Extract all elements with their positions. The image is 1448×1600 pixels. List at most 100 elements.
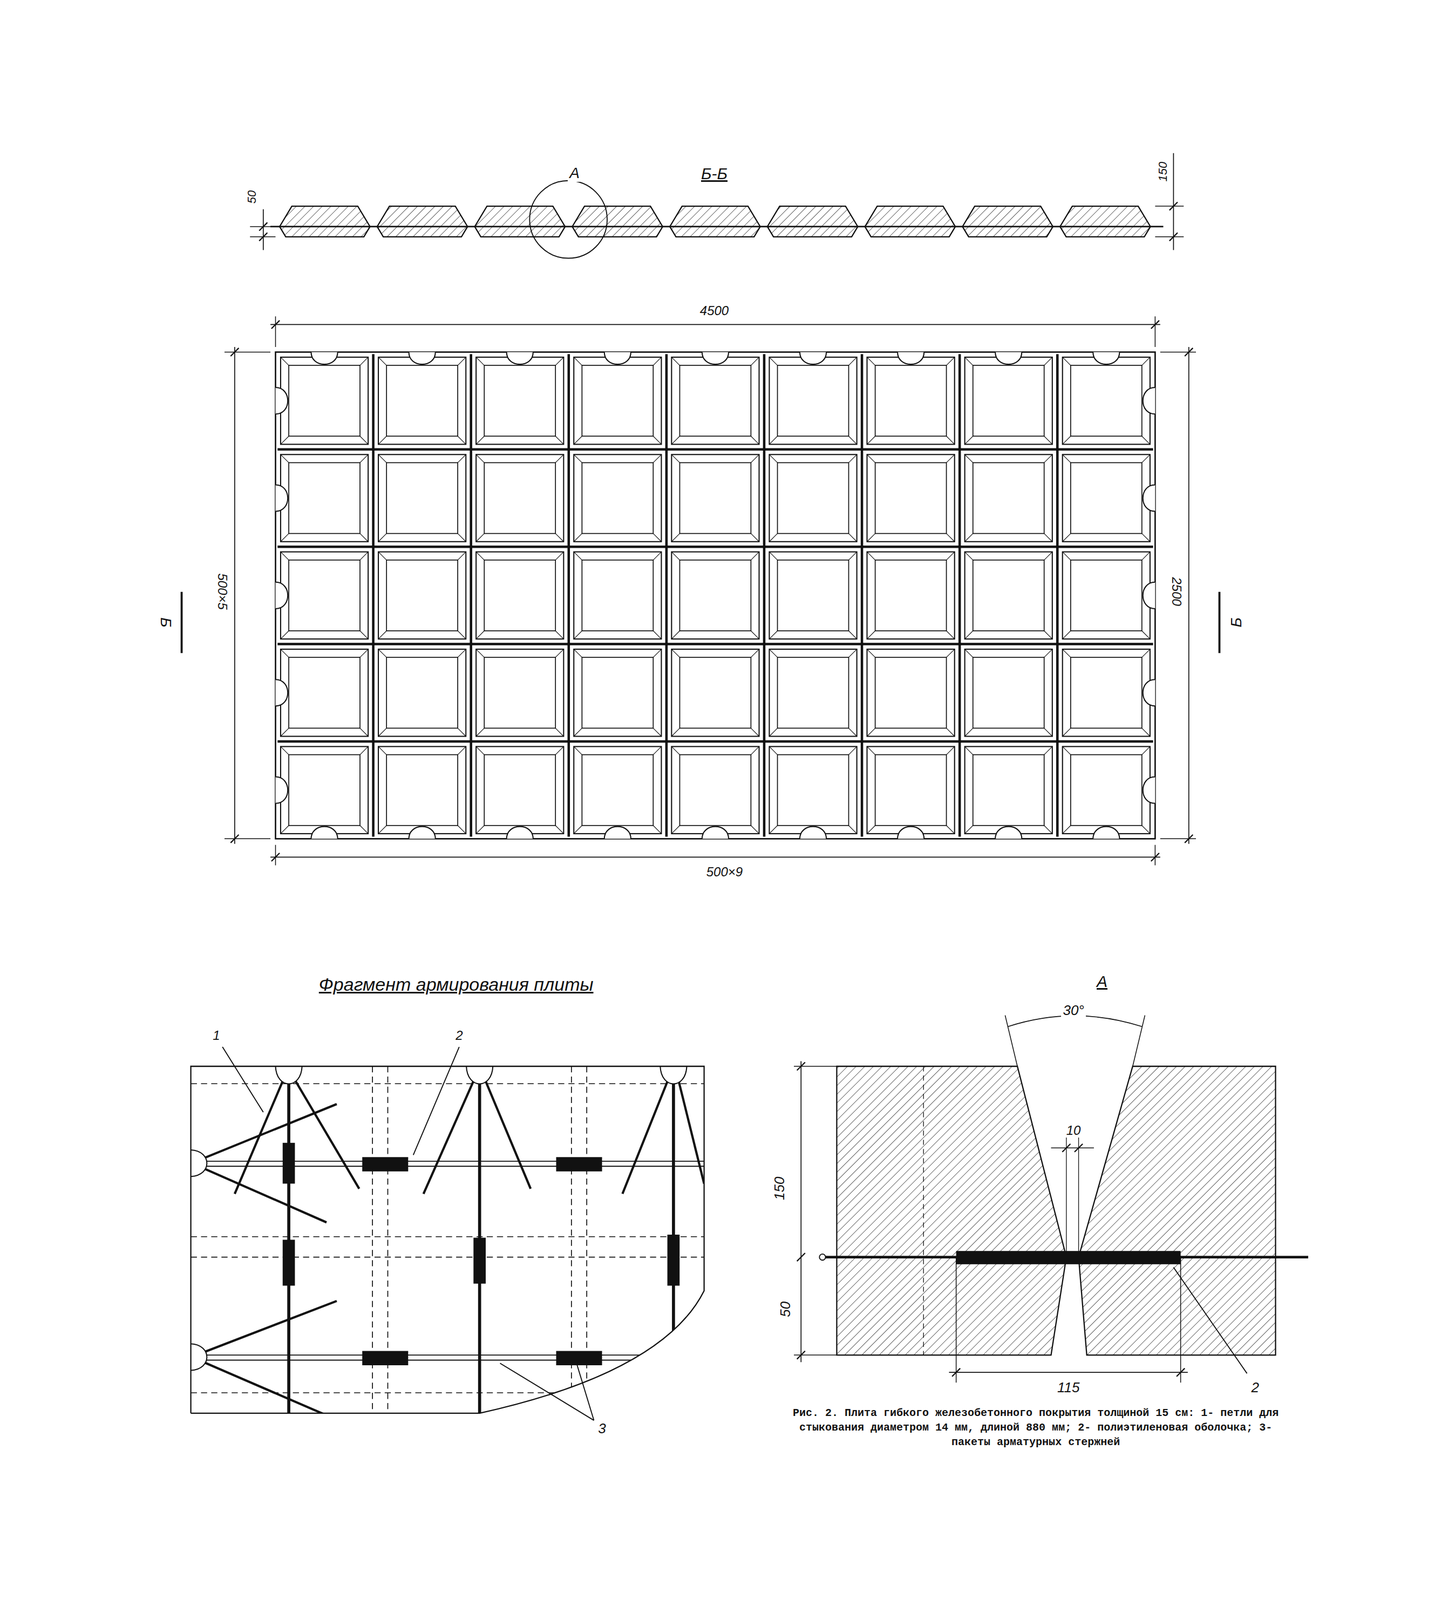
dimension-tick — [271, 853, 280, 862]
cell-bevel — [378, 630, 387, 639]
dimension-text: 150 — [1156, 159, 1170, 183]
cell-bevel — [476, 552, 485, 561]
cell-bevel — [573, 552, 582, 561]
leader-line — [222, 1047, 264, 1113]
dimension-line — [1188, 347, 1190, 845]
cell-bevel — [769, 825, 778, 834]
cell-bevel — [848, 533, 857, 542]
cell-bevel — [848, 357, 857, 366]
cell-bevel — [457, 649, 466, 658]
drawing-line — [275, 845, 277, 866]
cell-bevel — [555, 825, 564, 834]
cell-bevel — [671, 649, 680, 658]
loop-notch — [799, 351, 827, 365]
cell-bevel — [964, 552, 974, 561]
cell-bevel — [653, 436, 662, 445]
cell-bevel — [1062, 746, 1071, 755]
groove-rebar — [277, 642, 1153, 646]
cell-bevel — [359, 825, 369, 834]
loop-notch — [897, 826, 924, 840]
poly-sleeve — [956, 1251, 1181, 1265]
cell-inner — [679, 365, 751, 437]
reinforcement-fragment — [191, 1047, 705, 1429]
cell-bevel — [867, 649, 876, 658]
cell-bevel — [359, 436, 369, 445]
cell-bevel — [946, 357, 955, 366]
cell-bevel — [1044, 357, 1053, 366]
dimension-text: 50 — [778, 1299, 794, 1319]
cell-inner — [484, 365, 556, 437]
cell-bevel — [867, 728, 876, 737]
cell-bevel — [359, 746, 369, 755]
cell-bevel — [964, 728, 974, 737]
cell-bevel — [457, 357, 466, 366]
cell-outline — [867, 746, 955, 834]
cell-outline — [769, 552, 857, 639]
cell-bevel — [1141, 649, 1151, 658]
dimension-tick — [797, 1351, 806, 1360]
cell-bevel — [671, 357, 680, 366]
groove-rebar — [1056, 354, 1059, 837]
cell-bevel — [555, 746, 564, 755]
cell-bevel — [653, 728, 662, 737]
loop-notch — [191, 1150, 208, 1177]
cell-outline — [671, 649, 759, 737]
joint-loop — [199, 1104, 337, 1161]
cell-inner — [288, 462, 360, 534]
poly-sleeve — [473, 1238, 486, 1284]
cell-outline — [1062, 357, 1151, 445]
cell-bevel — [750, 357, 759, 366]
cell-bevel — [1062, 630, 1071, 639]
loop-notch — [275, 387, 289, 414]
cell-outline — [671, 357, 759, 445]
cell-bevel — [476, 649, 485, 658]
slab-edge — [836, 1066, 1066, 1356]
cell-outline — [280, 552, 369, 639]
joint-detail — [793, 1015, 1309, 1383]
dimension-line — [948, 1371, 1188, 1373]
loop-notch — [702, 826, 729, 840]
cell-outline — [476, 552, 564, 639]
callout-number: 3 — [596, 1421, 608, 1437]
cell-bevel — [867, 825, 876, 834]
cell-bevel — [476, 630, 485, 639]
slab-outline — [275, 351, 1156, 839]
cell-bevel — [653, 825, 662, 834]
loop-notch — [1143, 484, 1156, 512]
extension-line — [1065, 1127, 1067, 1254]
cell-bevel — [1141, 630, 1151, 639]
cell-bevel — [378, 552, 387, 561]
dimension-tick — [1062, 1144, 1071, 1153]
cell-bevel — [653, 454, 662, 463]
section-view — [249, 153, 1184, 259]
dimension-tick — [1169, 232, 1178, 241]
hidden-edge — [191, 1236, 705, 1238]
cell-bevel — [653, 533, 662, 542]
cell-outline — [671, 746, 759, 834]
cell-inner — [777, 657, 849, 729]
cell-outline — [476, 454, 564, 542]
cell-bevel — [1141, 825, 1151, 834]
dimension-tick — [259, 232, 268, 241]
cell-bevel — [1062, 825, 1071, 834]
dimension-text: 500×5 — [215, 572, 230, 612]
cell-outline — [280, 649, 369, 737]
cell-outline — [671, 552, 759, 639]
dimension-text: 10 — [1064, 1123, 1083, 1138]
cell-outline — [1062, 454, 1151, 542]
cell-bevel — [1044, 436, 1053, 445]
cell-bevel — [476, 357, 485, 366]
cell-inner — [288, 755, 360, 826]
cell-outline — [1062, 649, 1151, 737]
cell-bevel — [359, 454, 369, 463]
cell-bevel — [671, 728, 680, 737]
dimension-text: 115 — [1055, 1379, 1082, 1396]
cell-outline — [378, 454, 466, 542]
cell-bevel — [555, 533, 564, 542]
cell-bevel — [476, 825, 485, 834]
cell-bevel — [671, 825, 680, 834]
cell-bevel — [769, 728, 778, 737]
cell-bevel — [964, 533, 974, 542]
section-mark — [180, 592, 183, 654]
